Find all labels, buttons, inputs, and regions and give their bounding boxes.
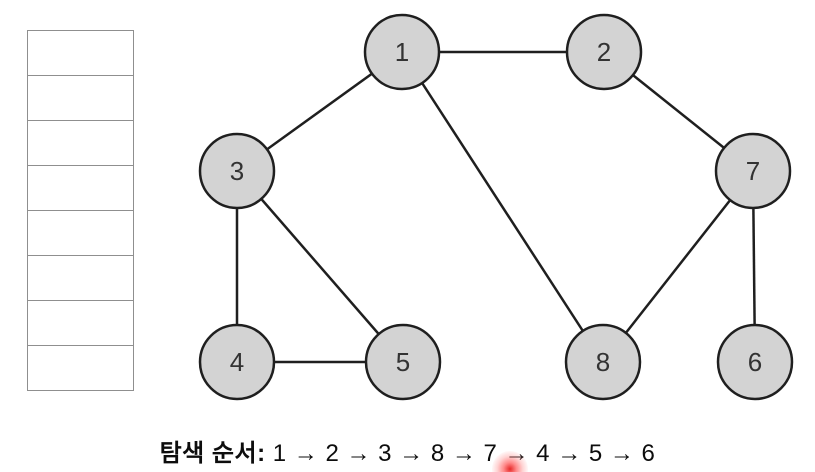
graph-node-circle-2	[565, 13, 643, 91]
traversal-order-caption: 탐색 순서: 1 → 2 → 3 → 8 → 7 → 4 → 5 → 6	[0, 433, 815, 468]
graph-node-label-6: 6	[748, 347, 762, 377]
graph-node-label-1: 1	[395, 37, 409, 67]
graph-node-4: 4	[198, 323, 276, 401]
stack-cell-6	[27, 255, 134, 301]
graph-edge-7-8	[602, 170, 754, 363]
graph-node-2: 2	[565, 13, 643, 91]
graph-node-circle-3	[198, 132, 276, 210]
graph-node-8: 8	[564, 323, 642, 401]
graph-node-3: 3	[198, 132, 276, 210]
graph-edge-1-8	[400, 51, 605, 363]
stack-cell-8	[27, 345, 134, 391]
caption-label: 탐색 순서	[159, 440, 258, 467]
graph-node-label-8: 8	[596, 347, 610, 377]
graph-node-label-5: 5	[396, 347, 410, 377]
caption-colon: :	[257, 440, 266, 467]
graph-edge-3-5	[236, 170, 404, 363]
graph-node-circle-4	[198, 323, 276, 401]
graph-node-circle-1	[363, 13, 441, 91]
graph-node-label-2: 2	[597, 37, 611, 67]
stack-cell-4	[27, 165, 134, 211]
graph-node-circle-8	[564, 323, 642, 401]
graph-node-label-7: 7	[746, 156, 760, 186]
graph-node-label-3: 3	[230, 156, 244, 186]
graph-node-7: 7	[714, 132, 792, 210]
graph-node-circle-7	[714, 132, 792, 210]
stack-cell-1	[27, 30, 134, 76]
graph-node-label-4: 4	[230, 347, 244, 377]
caption-sequence: 1 → 2 → 3 → 8 → 7 → 4 → 5 → 6	[272, 440, 656, 467]
stack-cell-2	[27, 75, 134, 121]
stack-cell-7	[27, 300, 134, 346]
graph-node-6: 6	[716, 323, 794, 401]
graph-node-5: 5	[364, 323, 442, 401]
stack-table	[27, 30, 134, 391]
graph-node-circle-6	[716, 323, 794, 401]
graph-node-1: 1	[363, 13, 441, 91]
graph-node-circle-5	[364, 323, 442, 401]
